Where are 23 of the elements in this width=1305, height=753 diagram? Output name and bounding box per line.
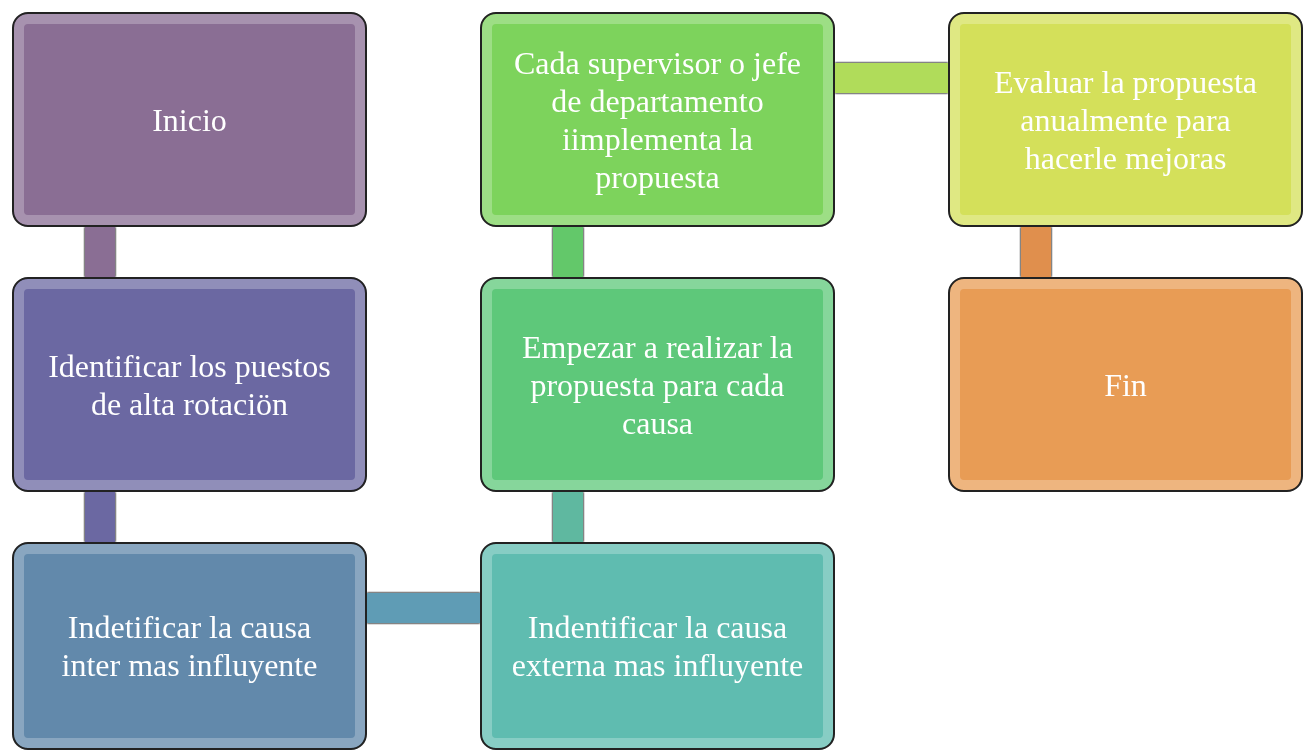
connector-bar	[553, 492, 583, 542]
process-box	[480, 12, 835, 227]
process-box	[12, 542, 367, 750]
connector-bar	[85, 492, 115, 542]
process-box	[948, 277, 1303, 492]
step-text: Fin	[1104, 365, 1147, 404]
connector-bar	[85, 227, 115, 277]
process-box	[12, 12, 367, 227]
process-box	[12, 277, 367, 492]
process-box	[480, 542, 835, 750]
process-box	[948, 12, 1303, 227]
step-text: Inicio	[152, 100, 227, 139]
connector-bar	[1021, 227, 1051, 277]
step-text: Evaluar la propuesta anualmente para hacerle mejoras	[993, 62, 1258, 177]
process-box	[480, 277, 835, 492]
connector-bar	[367, 593, 480, 623]
step-text: Indetificar la causa inter mas influyente	[60, 608, 319, 684]
step-text: Identificar los puestos de alta rotaciön	[47, 346, 332, 423]
step-text: Empezar a realizar la propuesta para cada causa	[521, 327, 794, 442]
step-text: Indentificar la causa externa mas influyente	[510, 608, 805, 684]
step-text: Cada supervisor o jefe de departamento iimplementa la propuesta	[513, 43, 802, 196]
connector-bar	[835, 63, 948, 93]
connector-bar	[553, 227, 583, 277]
